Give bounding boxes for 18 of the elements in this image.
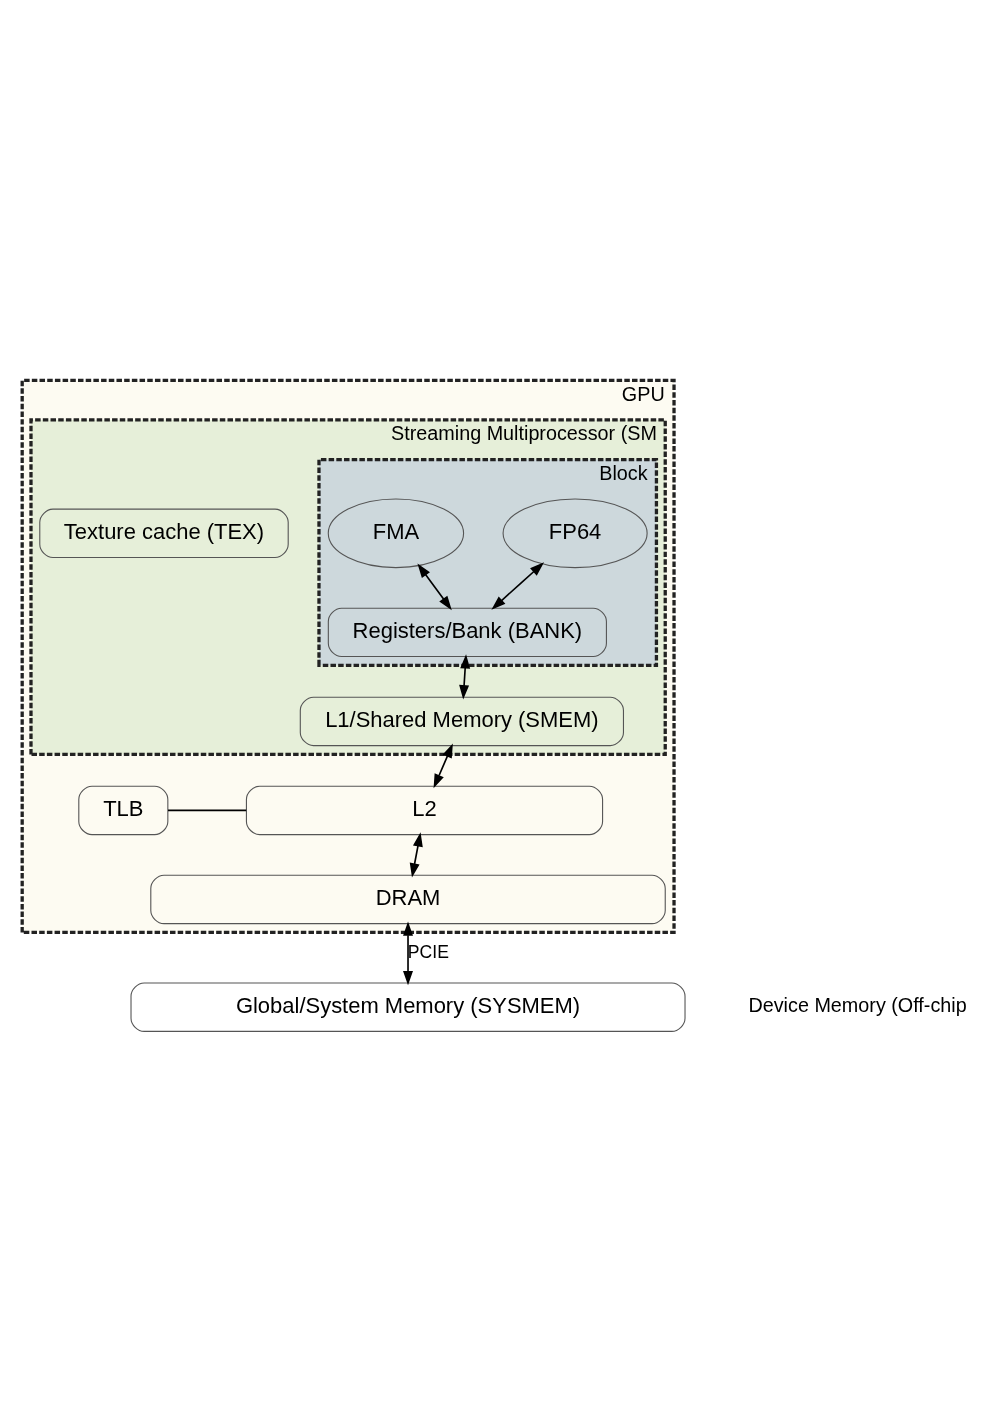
connector bbox=[166, 809, 247, 811]
node-box: Registers/Bank (BANK) bbox=[327, 607, 607, 657]
arrow bbox=[409, 831, 423, 877]
node-box: DRAM bbox=[149, 874, 666, 924]
node-box: TLB bbox=[77, 785, 168, 835]
node-box: L2 bbox=[245, 785, 603, 835]
node-box: Global/System Memory (SYSMEM) bbox=[129, 982, 686, 1032]
label: Device Memory (Off-chip bbox=[747, 993, 967, 1016]
node-box: Texture cache (TEX) bbox=[38, 508, 289, 558]
arrow bbox=[416, 563, 452, 610]
node-ellipse: FMA bbox=[327, 497, 464, 568]
node-box: L1/Shared Memory (SMEM) bbox=[299, 696, 624, 746]
arrow bbox=[402, 921, 413, 985]
edge-label: PCIE bbox=[407, 941, 449, 962]
node-ellipse: FP64 bbox=[502, 497, 648, 568]
arrow bbox=[458, 653, 470, 699]
arrow bbox=[433, 743, 453, 788]
arrow bbox=[490, 561, 544, 610]
